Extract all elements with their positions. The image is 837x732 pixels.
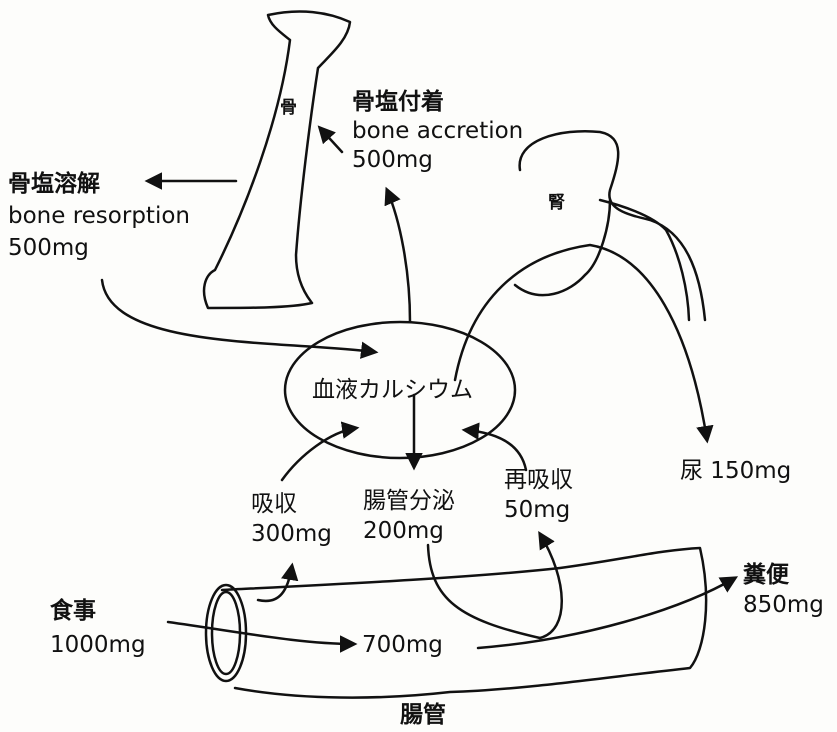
pass-to-feces-arrow	[478, 578, 735, 648]
resorption-to-blood-arrow	[102, 280, 375, 352]
bone-accretion-ja: 骨塩付着	[352, 89, 444, 115]
bone-accretion-amount: 500mg	[352, 147, 433, 173]
absorption-arrow	[282, 428, 356, 480]
secretion-ja: 腸管分泌	[363, 488, 455, 514]
accretion-arrow	[387, 190, 410, 322]
absorption-ja: 吸収	[251, 491, 297, 517]
blood-calcium-label: 血液カルシウム	[312, 377, 473, 403]
intestine-tube	[222, 548, 706, 698]
bone-shape	[204, 11, 350, 308]
absorption-amount: 300mg	[251, 521, 332, 547]
bone-resorption-en: bone resorption	[8, 203, 190, 229]
bone-resorption-amount: 500mg	[8, 235, 89, 261]
kidney-label: 腎	[548, 190, 565, 216]
urine-arrow	[455, 245, 707, 440]
passthrough-amount: 700mg	[362, 632, 443, 658]
reabsorb-from-intestine-arrow	[540, 534, 562, 638]
food-amount: 1000mg	[50, 632, 146, 658]
reabsorption-ja: 再吸収	[504, 467, 573, 493]
bone-accretion-pointer	[320, 128, 342, 152]
absorb-from-intestine-arrow	[258, 566, 292, 601]
reabsorption-amount: 50mg	[504, 497, 570, 523]
bone-label: 骨	[280, 95, 297, 121]
feces-ja: 糞便	[743, 562, 789, 588]
food-to-pass-arrow	[168, 622, 354, 644]
secretion-to-intestine-line	[428, 545, 540, 638]
intestine-label: 腸管	[400, 702, 446, 728]
bone-resorption-ja: 骨塩溶解	[8, 171, 100, 197]
food-ja: 食事	[50, 598, 96, 624]
bone-accretion-en: bone accretion	[352, 118, 523, 144]
urine-label: 尿 150mg	[680, 458, 791, 484]
reabsorption-arrow	[465, 430, 526, 470]
secretion-amount: 200mg	[363, 518, 444, 544]
kidney-shape	[515, 131, 705, 320]
feces-amount: 850mg	[743, 592, 824, 618]
